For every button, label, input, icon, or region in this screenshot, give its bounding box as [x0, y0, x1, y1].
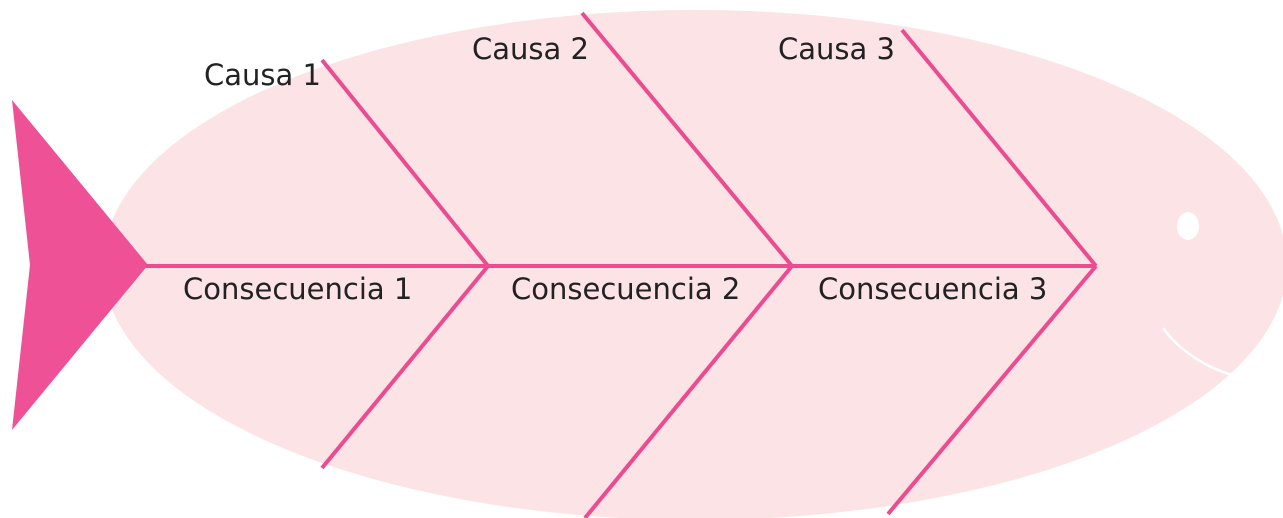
consequence-label-2: Consecuencia 2: [511, 272, 740, 306]
consequence-bone-2: [583, 264, 794, 518]
cause-bone-2: [580, 11, 794, 268]
consequence-bone-3: [886, 264, 1098, 516]
fish-eye: [1177, 212, 1199, 240]
cause-label-2: Causa 2: [472, 32, 589, 66]
fish-mouth: [1161, 327, 1236, 378]
cause-label-3: Causa 3: [778, 32, 895, 66]
cause-bone-3: [900, 28, 1098, 268]
cause-bone-1: [320, 58, 490, 268]
consequence-bone-1: [320, 264, 490, 470]
consequence-label-3: Consecuencia 3: [818, 272, 1047, 306]
fish-tail: [12, 100, 148, 430]
consequence-label-1: Consecuencia 1: [183, 272, 412, 306]
cause-label-1: Causa 1: [204, 58, 321, 92]
